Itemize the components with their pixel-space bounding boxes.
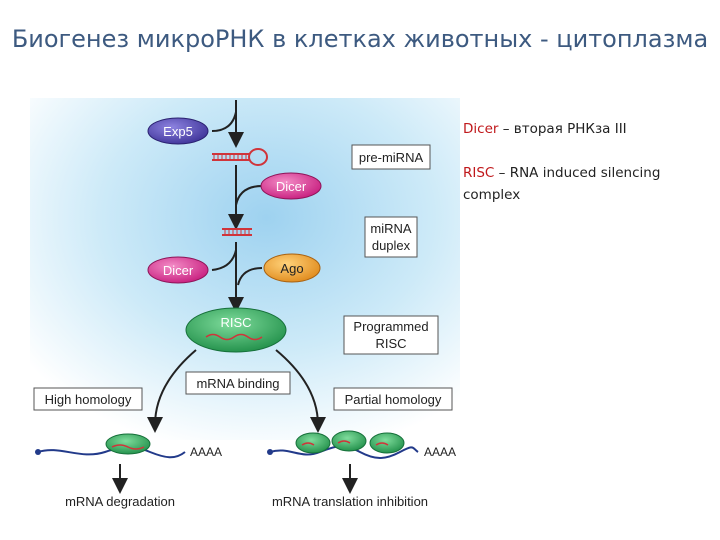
- programmed-risc-label-line1: Programmed: [353, 319, 428, 334]
- guide-on-mrna-right: [301, 440, 389, 446]
- pre-mirna-hairpin: [212, 148, 268, 166]
- high-homology-arrow: [147, 349, 197, 433]
- dicer-definition: Dicer – вторая РНКза III: [463, 118, 708, 140]
- pre-mirna-box: [351, 144, 431, 170]
- risc-guide-strand: [205, 333, 263, 341]
- risc-definition: RISC – RNA induced silencing complex: [463, 162, 708, 206]
- ago-protein: [263, 253, 321, 283]
- exp5-curve: [211, 111, 237, 132]
- mrna-binding-box: [185, 371, 291, 395]
- dicer-term: Dicer: [463, 121, 499, 137]
- mrna-degradation-label: mRNA degradation: [65, 494, 175, 509]
- mirna-duplex-label-line1: miRNA: [370, 221, 411, 236]
- mrna-binding-label: mRNA binding: [196, 376, 279, 391]
- dicer-description: – вторая РНКза III: [498, 121, 627, 137]
- risc-label: RISC: [220, 315, 251, 330]
- ago-curve: [237, 267, 263, 286]
- pre-mirna-label: pre-miRNA: [359, 150, 424, 165]
- exp5-protein: [147, 117, 209, 145]
- dicer-2-curve: [211, 249, 237, 271]
- risc-on-mrna-right-2: [331, 430, 367, 452]
- dicer-1-label: Dicer: [276, 179, 307, 194]
- dicer-1-curve: [235, 185, 263, 206]
- ago-label: Ago: [280, 261, 303, 276]
- mirna-duplex-strands: [222, 228, 252, 236]
- programmed-risc-label-line2: RISC: [375, 336, 406, 351]
- mirna-duplex-label-line2: duplex: [372, 238, 411, 253]
- definitions-panel: Dicer – вторая РНКза III RISC – RNA indu…: [463, 118, 708, 228]
- exp5-label: Exp5: [163, 124, 193, 139]
- mrna-right-strand: [269, 445, 419, 459]
- dicer-1-protein: [260, 172, 322, 200]
- risc-term: RISC: [463, 165, 495, 181]
- risc-description: – RNA induced silencing complex: [463, 165, 661, 203]
- risc-on-mrna-right-1: [295, 432, 331, 454]
- aaaa-left: AAAA: [190, 445, 222, 459]
- risc-complex: [185, 307, 287, 353]
- mirna-duplex-box: [364, 216, 418, 258]
- dicer-2-label: Dicer: [163, 263, 194, 278]
- risc-on-mrna-left: [105, 433, 151, 455]
- guide-on-mrna-left: [111, 444, 145, 450]
- aaaa-right: AAAA: [424, 445, 456, 459]
- risc-on-mrna-right-3: [369, 432, 405, 454]
- partial-homology-label: Partial homology: [345, 392, 442, 407]
- page-title: Биогенез микроРНК в клетках животных - ц…: [11, 25, 709, 53]
- partial-homology-box: [333, 387, 453, 411]
- partial-homology-arrow: [275, 349, 326, 433]
- programmed-risc-box: [343, 315, 439, 355]
- high-homology-label: High homology: [45, 392, 132, 407]
- dicer-2-protein: [147, 256, 209, 284]
- mrna-translation-inhibition-label: mRNA translation inhibition: [272, 494, 428, 509]
- high-homology-box: [33, 387, 143, 411]
